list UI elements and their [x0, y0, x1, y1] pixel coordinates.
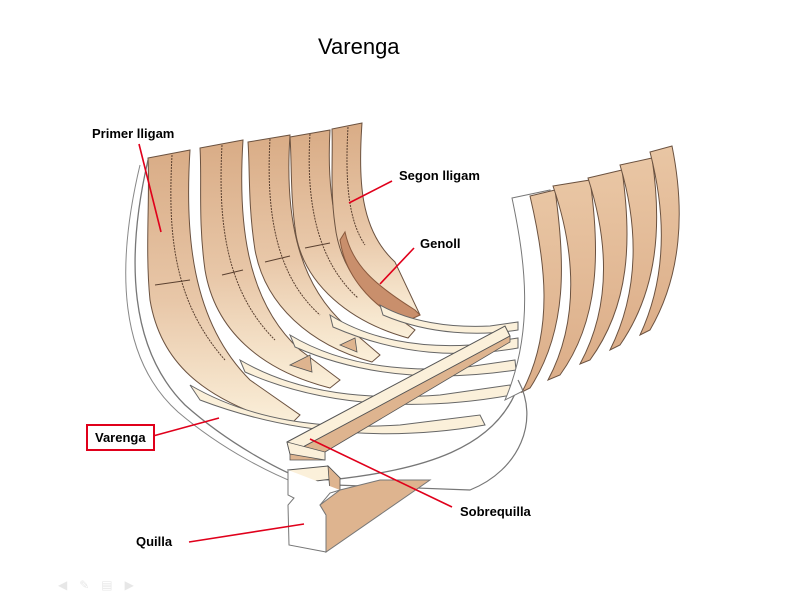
- menu-icon[interactable]: ▤: [101, 578, 113, 592]
- frame-3: [247, 134, 381, 363]
- right-frames: [334, 145, 680, 491]
- leader-primer-lligam: [138, 143, 162, 233]
- leader-sobrequilla: [309, 438, 453, 508]
- leader-varenga: [152, 417, 220, 437]
- label-primer-lligam: Primer lligam: [92, 126, 175, 141]
- arrow-left-icon[interactable]: ◀: [58, 578, 68, 592]
- leader-genoll: [379, 247, 415, 285]
- label-varenga: Varenga: [86, 424, 155, 451]
- slide-navigation: ◀ ✎ ▤ ▶: [58, 578, 134, 592]
- leader-quilla: [188, 523, 305, 543]
- label-genoll: Genoll: [420, 236, 461, 251]
- frame-2: [199, 139, 341, 389]
- label-quilla: Quilla: [136, 534, 173, 549]
- label-sobrequilla: Sobrequilla: [460, 504, 531, 519]
- arrow-right-icon[interactable]: ▶: [124, 578, 134, 592]
- frame-1: [147, 149, 301, 426]
- keel: [286, 464, 432, 553]
- diagram-title: Varenga: [318, 34, 400, 59]
- left-frames: [147, 122, 421, 426]
- keelson: [286, 325, 511, 461]
- leader-segon-lligam: [348, 180, 393, 204]
- pen-icon[interactable]: ✎: [79, 578, 90, 592]
- label-segon-lligam: Segon lligam: [399, 168, 480, 183]
- leader-lines: [138, 143, 453, 543]
